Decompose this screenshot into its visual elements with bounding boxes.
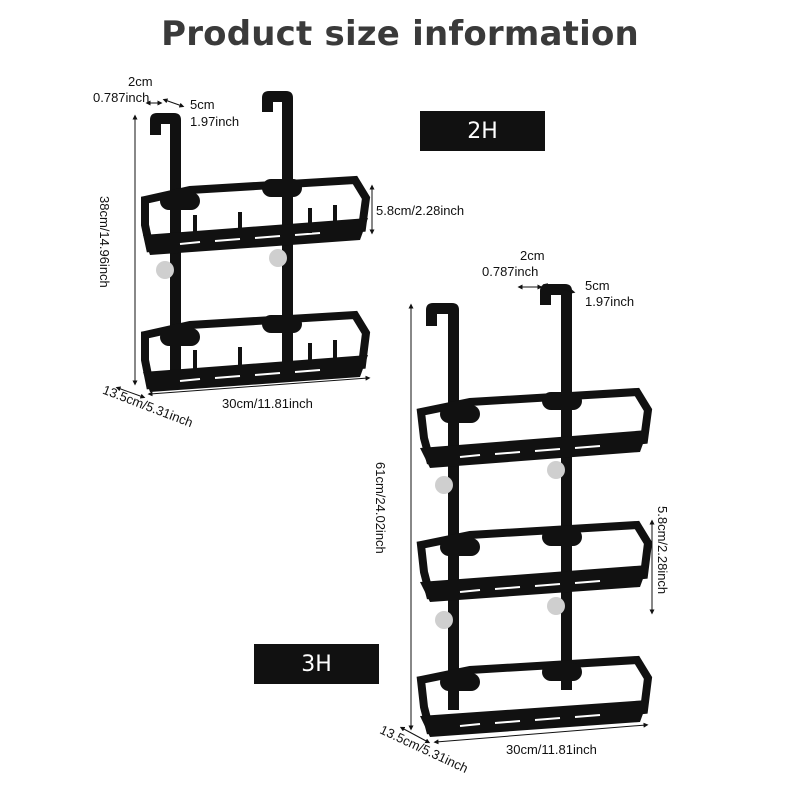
two-tier-hook-thickness-inch: 0.787inch xyxy=(93,90,150,105)
two-tier-rack-image xyxy=(141,91,371,392)
two-tier-dimension-lines xyxy=(115,98,375,399)
two-tier-hook-depth-inch: 1.97inch xyxy=(190,114,240,129)
page-title: Product size information xyxy=(161,14,639,54)
two-tier-hook-thickness-cm: 2cm xyxy=(128,74,153,89)
three-tier-width: 30cm/11.81inch xyxy=(506,742,597,757)
two-tier-badge: 2H xyxy=(420,111,545,151)
three-tier-hook-depth-inch: 1.97inch xyxy=(585,294,635,309)
three-tier-hook-thickness-cm: 2cm xyxy=(520,248,545,263)
three-tier-hook-thickness-inch: 0.787inch xyxy=(482,264,539,279)
two-tier-total-height: 38cm/14.96inch xyxy=(97,196,112,288)
two-tier-basket-height: 5.8cm/2.28inch xyxy=(376,203,465,218)
two-tier-hook-depth-cm: 5cm xyxy=(190,97,215,112)
three-tier-badge: 3H xyxy=(254,644,379,684)
three-tier-total-height: 61cm/24.02inch xyxy=(373,462,388,554)
basket-middle xyxy=(416,520,653,602)
basket-top xyxy=(416,387,653,468)
two-tier-width: 30cm/11.81inch xyxy=(222,396,313,411)
three-tier-basket-height: 5.8cm/2.28inch xyxy=(655,506,670,595)
three-tier-rack-image xyxy=(416,284,653,737)
three-tier-hook-depth-cm: 5cm xyxy=(585,278,610,293)
three-tier-dimension-lines xyxy=(399,283,655,745)
